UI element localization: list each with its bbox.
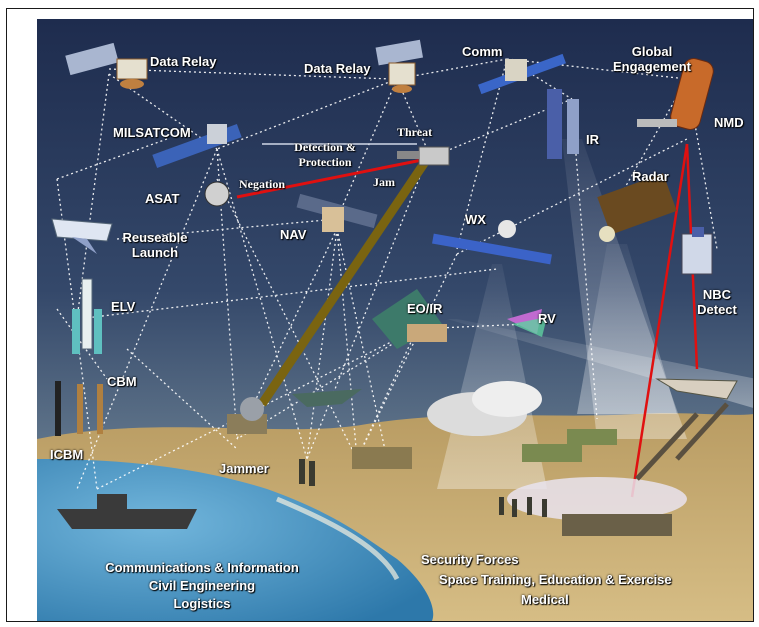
label-negation: Negation <box>239 177 285 191</box>
threat-satellite <box>397 146 450 166</box>
label-detection-protection: Detection & Protection <box>275 140 375 170</box>
stealth-aircraft <box>292 389 362 407</box>
label-global-engagement-line1: Global <box>631 44 673 59</box>
label-asat: ASAT <box>145 191 180 206</box>
label-threat: Threat <box>397 125 433 139</box>
scene-artwork <box>37 19 753 621</box>
label-nbc-detect: NBC Detect <box>687 287 747 317</box>
label-jammer: Jammer <box>219 461 269 476</box>
label-detection-line2: Protection <box>298 155 352 169</box>
label-reuseable-line2: Launch <box>131 245 179 260</box>
fighter-jet <box>655 378 738 400</box>
label-detection-line1: Detection & <box>294 140 356 154</box>
nmd-satellite <box>637 58 714 130</box>
label-eo-ir: EO/IR <box>407 301 443 316</box>
footer-right-line1: Security Forces <box>421 552 519 567</box>
footer-left-line3: Logistics <box>173 596 231 611</box>
label-reuseable-line1: Reuseable <box>122 230 188 245</box>
eoir-satellite <box>372 289 447 349</box>
wx-satellite <box>432 220 552 265</box>
reuseable-launch-vehicle <box>51 218 113 254</box>
nav-satellite <box>296 193 378 232</box>
label-comm: Comm <box>462 44 503 59</box>
footer-right-line3: Medical <box>521 592 569 607</box>
label-wx: WX <box>465 212 486 227</box>
label-nav: NAV <box>280 227 307 242</box>
label-icbm: ICBM <box>50 447 84 462</box>
label-elv: ELV <box>111 299 136 314</box>
ground-laser <box>258 156 431 407</box>
rv-vehicle <box>507 309 547 337</box>
footer-right-line2: Space Training, Education & Exercise <box>439 572 672 587</box>
label-cbm: CBM <box>107 374 137 389</box>
icbm-missiles <box>55 381 103 436</box>
label-data-relay-right: Data Relay <box>304 61 371 76</box>
nmd-laser-1 <box>630 143 689 498</box>
label-reuseable-launch: Reuseable Launch <box>115 230 195 260</box>
label-global-engagement-line2: Engagement <box>612 59 691 74</box>
ocean <box>37 459 434 621</box>
label-nbc-line1: NBC <box>702 287 732 302</box>
smoke-cloud <box>427 381 687 521</box>
label-jam: Jam <box>373 175 395 189</box>
data-relay-right-satellite <box>375 39 424 93</box>
label-data-relay-left: Data Relay <box>150 54 217 69</box>
asat-weapon <box>204 181 230 207</box>
label-rv: RV <box>538 311 556 326</box>
footer-left-line2: Civil Engineering <box>148 578 256 593</box>
data-relay-left-satellite <box>65 42 148 89</box>
nbc-detect-satellite <box>681 227 713 275</box>
elv-rocket <box>72 278 102 354</box>
label-milsatcom: MILSATCOM <box>113 125 191 140</box>
milsatcom-satellite <box>152 124 242 168</box>
naval-ship <box>57 494 197 529</box>
negation-laser <box>236 157 428 199</box>
label-nmd: NMD <box>714 115 744 130</box>
diagram-frame: Data Relay Data Relay Comm Global Engage… <box>6 8 754 622</box>
label-ir: IR <box>586 132 599 147</box>
ir-satellite <box>547 89 579 159</box>
footer-left-line1: Communications & Information <box>105 560 299 575</box>
label-radar: Radar <box>632 169 669 184</box>
label-nbc-line2: Detect <box>697 302 737 317</box>
scene: Data Relay Data Relay Comm Global Engage… <box>37 19 753 621</box>
footer-left: Communications & Information Civil Engin… <box>77 559 327 613</box>
label-global-engagement: Global Engagement <box>592 44 712 74</box>
ground-forces <box>227 397 729 536</box>
comm-satellite <box>478 53 566 95</box>
radar-satellite <box>597 173 677 242</box>
